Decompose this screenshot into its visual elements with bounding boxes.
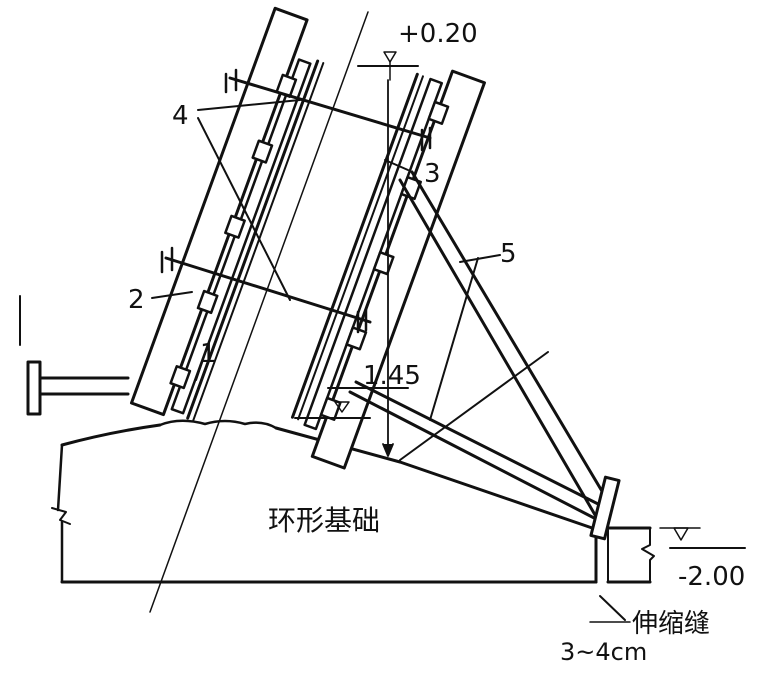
label-top-elevation: +0.20 — [398, 19, 478, 49]
right-form-board — [290, 69, 486, 470]
callout-2: 2 — [128, 285, 145, 315]
ring-foundation — [51, 419, 655, 584]
label-expansion-joint: 伸缩缝 — [632, 609, 710, 639]
left-form-board — [129, 6, 325, 422]
callout-1: 1 — [200, 339, 217, 369]
leader-lines — [151, 99, 631, 623]
label-foundation: 环形基础 — [268, 504, 380, 537]
label-right-elevation: -2.00 — [678, 562, 745, 592]
label-joint-width: 3~4cm — [560, 638, 647, 666]
diagonal-braces — [348, 170, 621, 541]
callout-5: 5 — [500, 239, 517, 269]
dimension-marks — [294, 51, 746, 549]
left-support — [19, 295, 130, 416]
tie-bolts — [160, 68, 432, 334]
axis-line — [149, 11, 369, 613]
callout-4: 4 — [172, 101, 189, 131]
label-mid-elevation: 1.45 — [363, 361, 421, 391]
callout-3: 3 — [424, 159, 441, 189]
